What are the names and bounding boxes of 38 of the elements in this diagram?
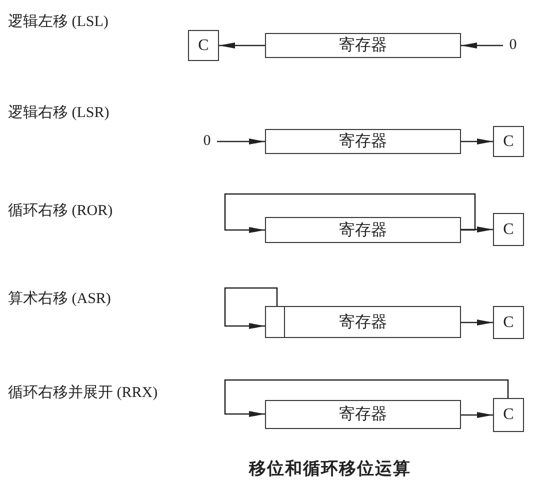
arrow [217,138,265,144]
node-label: 寄存器 [339,312,387,332]
register-box [265,217,461,243]
arrow [461,320,493,326]
node-label: C [503,406,514,424]
node-label: 寄存器 [339,220,387,240]
node-label: C [503,220,514,238]
shift-mode-title: 循环右移并展开 (RRX) [8,384,158,402]
arrow [461,412,493,418]
carry-box [493,306,524,339]
arrow [224,287,278,329]
carry-box [493,126,524,157]
shift-mode-title: 算术右移 (ASR) [8,290,111,308]
input-value: 0 [503,33,523,57]
arrow [224,193,476,233]
arrow [461,138,493,144]
register-box [265,400,461,429]
node-label: 寄存器 [339,36,387,56]
node-label: C [503,132,514,150]
shift-mode-title: 逻辑右移 (LSR) [8,104,110,122]
figure-caption: 移位和循环移位运算 [248,458,412,480]
node-label: 寄存器 [339,404,387,425]
carry-box [493,213,524,246]
carry-box [493,398,524,432]
node-label: C [198,36,209,54]
node-label: C [503,314,514,332]
node-label: 寄存器 [339,132,387,152]
register-box [265,33,461,58]
arrow [219,42,265,48]
shift-mode-title: 逻辑左移 (LSL) [8,12,108,31]
shift-mode-title: 循环右移 (ROR) [8,202,113,220]
arrow [461,42,503,48]
arrow [461,226,493,232]
register-box [265,306,461,338]
register-box [265,129,461,154]
carry-box [188,30,219,61]
input-value: 0 [197,129,217,153]
arrow [224,379,509,417]
